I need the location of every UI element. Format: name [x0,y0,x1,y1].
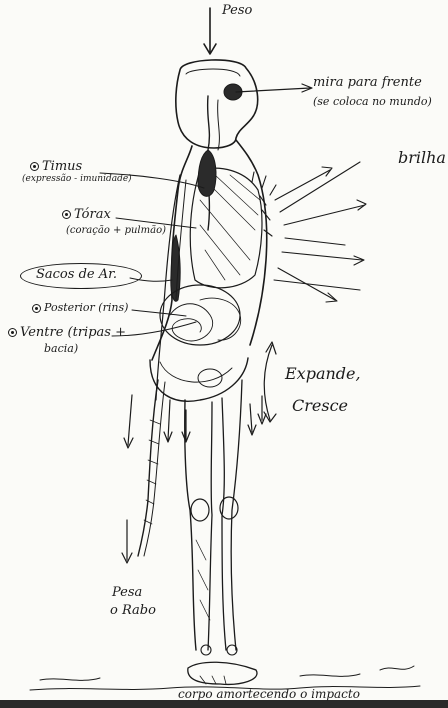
label-cresce: Cresce [292,398,348,414]
legs [185,380,257,684]
ground-bar [0,700,448,708]
expand-arrow-icon [264,342,276,422]
label-torax: Tórax [62,208,111,221]
bullet-icon [8,328,17,337]
label-mira-para-frente: mira para frente [313,76,422,89]
bullet-icon [32,304,41,313]
bullet-icon [30,162,39,171]
label-torax-desc: (coração + pulmão) [66,226,166,236]
label-corpo-amortecendo: corpo amortecendo o impacto [178,688,360,700]
label-ventre-desc: bacia) [44,343,78,354]
down-arrows [122,395,266,563]
gaze-arrow-icon [236,84,312,92]
label-sacos-de-ar: Sacos de Ar. [36,268,117,281]
label-timus: Timus [30,160,82,173]
label-se-coloca-no-mundo: (se coloca no mundo) [313,96,432,107]
label-pesa: Pesa [112,586,142,599]
label-peso: Peso [222,4,252,17]
peso-arrow-icon [204,8,216,54]
tail [138,380,165,556]
radiance [252,162,366,302]
label-ventre: Ventre (tripas + [8,326,126,339]
bullet-icon [62,210,71,219]
label-posterior: Posterior (rins) [32,302,128,313]
label-brilha: brilha [398,150,446,166]
label-expande: Expande, [285,366,361,382]
label-o-rabo: o Rabo [110,604,156,617]
head [176,60,258,148]
label-timus-desc: (expressão - imunidade) [22,175,132,184]
